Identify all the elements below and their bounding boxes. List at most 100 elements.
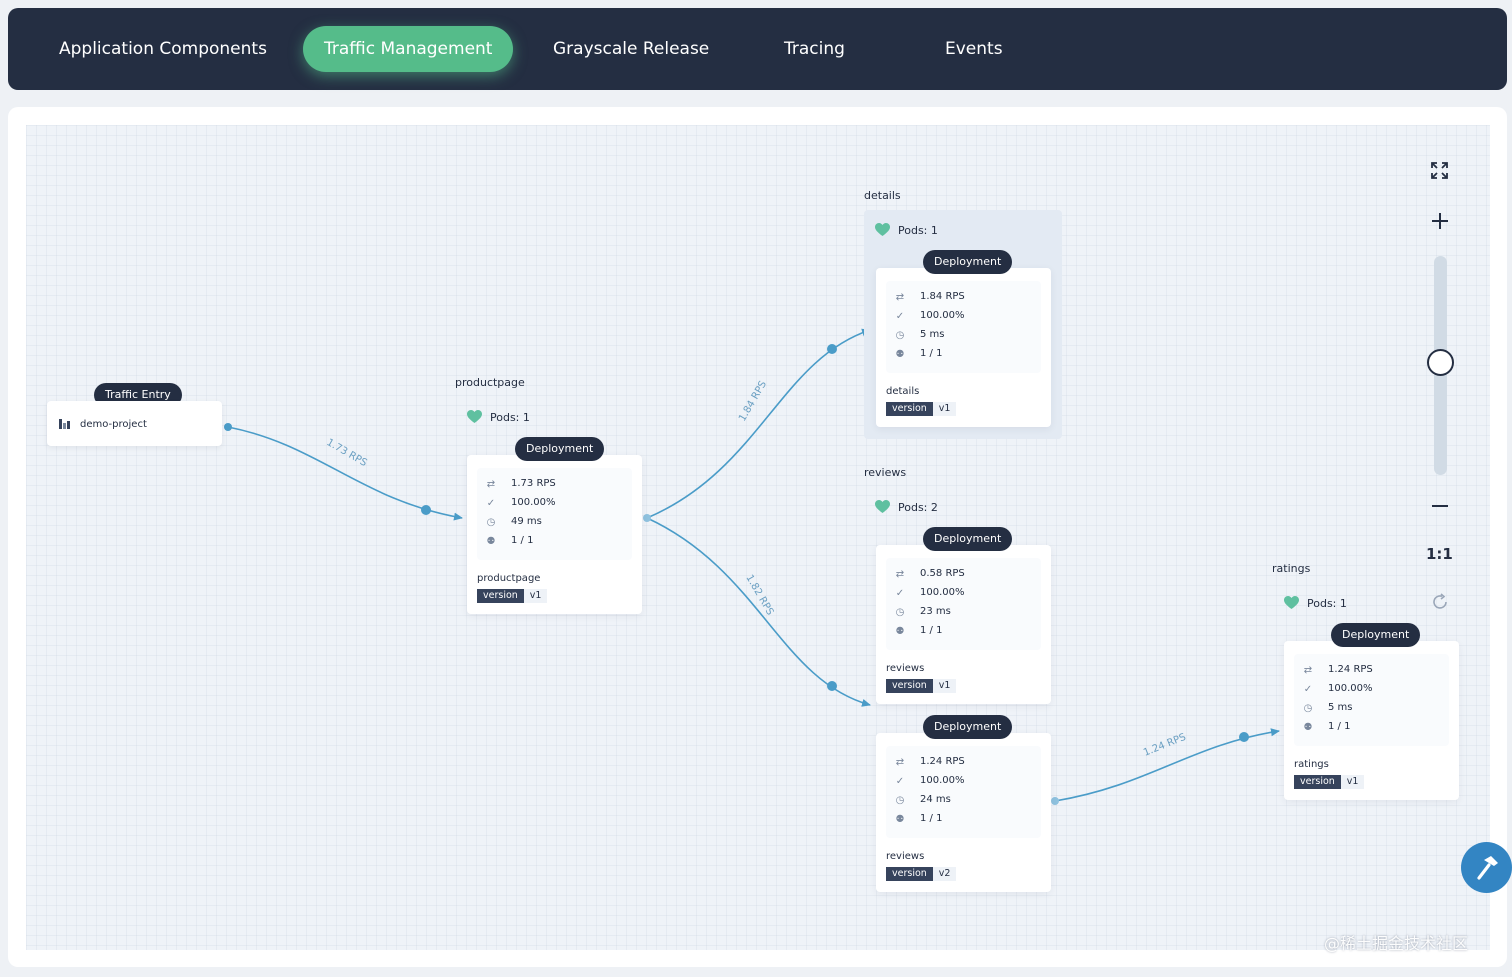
latency-row: ◷5 ms [895,329,945,341]
topology-canvas[interactable] [26,125,1490,950]
tab-traffic-management[interactable]: Traffic Management [303,26,514,72]
latency-row: ◷5 ms [1303,702,1353,714]
watermark: @稀土掘金技术社区 [1324,934,1469,953]
success-row: ✓100.00% [1303,683,1373,695]
health-heart-icon [875,500,890,513]
edge-label: 1.84 RPS [737,379,769,423]
health-heart-icon [467,410,482,423]
tab-tracing[interactable]: Tracing [784,39,845,59]
clock-icon: ◷ [1303,703,1313,714]
replicas-row: ⚉1 / 1 [486,535,534,547]
edge-label: 1.73 RPS [325,437,369,469]
traffic-entry-node[interactable]: demo-project [47,401,222,446]
workload-name: details [886,386,920,397]
edge-label: 1.82 RPS [743,573,775,617]
zoom-slider-handle[interactable] [1427,349,1454,376]
health-heart-icon [875,223,890,236]
deployment-pill: Deployment [515,437,605,461]
replicas-row: ⚉1 / 1 [1303,721,1351,733]
replica-icon: ⚉ [895,814,905,825]
check-icon: ✓ [895,776,905,787]
zoom-in-icon[interactable] [1431,212,1449,230]
workload-name: reviews [886,851,925,862]
replicas-row: ⚉1 / 1 [895,625,943,637]
check-icon: ✓ [895,588,905,599]
edge-dot [1239,732,1249,742]
replica-icon: ⚉ [486,536,496,547]
stats-panel: ⇄1.24 RPS ✓100.00% ◷5 ms ⚉1 / 1 [1294,654,1449,746]
traffic-arrows-icon: ⇄ [895,569,905,580]
clock-icon: ◷ [895,330,905,341]
tab-application-components[interactable]: Application Components [59,39,267,59]
check-icon: ✓ [1303,684,1313,695]
clock-icon: ◷ [895,795,905,806]
latency-row: ◷23 ms [895,606,951,618]
edge-dot [1051,797,1059,805]
workload-card-productpage[interactable]: ⇄1.73 RPS ✓100.00% ◷49 ms ⚉1 / 1 product… [467,455,642,614]
tab-events[interactable]: Events [945,39,1003,59]
edge-dot [224,423,232,431]
check-icon: ✓ [486,498,496,509]
service-title-details: details [864,189,901,202]
replica-icon: ⚉ [895,349,905,360]
stats-panel: ⇄0.58 RPS ✓100.00% ◷23 ms ⚉1 / 1 [886,558,1041,650]
check-icon: ✓ [895,311,905,322]
edge-productpage-reviews [646,517,871,707]
rps-row: ⇄1.84 RPS [895,291,965,303]
edge-productpage-details [646,328,871,519]
latency-row: ◷49 ms [486,516,542,528]
latency-row: ◷24 ms [895,794,951,806]
replicas-row: ⚉1 / 1 [895,813,943,825]
service-title-reviews: reviews [864,466,907,479]
deployment-pill: Deployment [923,527,1013,551]
workload-card-reviews-v1[interactable]: ⇄0.58 RPS ✓100.00% ◷23 ms ⚉1 / 1 reviews… [876,545,1051,704]
rps-row: ⇄1.24 RPS [1303,664,1373,676]
tools-fab[interactable] [1461,842,1512,893]
traffic-arrows-icon: ⇄ [895,292,905,303]
success-row: ✓100.00% [895,775,965,787]
rps-row: ⇄1.24 RPS [895,756,965,768]
clock-icon: ◷ [486,517,496,528]
replica-icon: ⚉ [1303,722,1313,733]
tab-grayscale-release[interactable]: Grayscale Release [553,39,710,59]
workload-name: ratings [1294,759,1329,770]
rps-row: ⇄1.73 RPS [486,478,556,490]
replicas-row: ⚉1 / 1 [895,348,943,360]
zoom-out-icon[interactable] [1431,497,1449,515]
workload-card-details[interactable]: ⇄1.84 RPS ✓100.00% ◷5 ms ⚉1 / 1 details … [876,268,1051,427]
edge-dot [421,505,431,515]
project-icon [59,419,70,429]
zoom-ratio-button[interactable]: 1:1 [1426,545,1453,563]
workload-card-reviews-v2[interactable]: ⇄1.24 RPS ✓100.00% ◷24 ms ⚉1 / 1 reviews… [876,733,1051,892]
stats-panel: ⇄1.84 RPS ✓100.00% ◷5 ms ⚉1 / 1 [886,281,1041,373]
traffic-arrows-icon: ⇄ [1303,665,1313,676]
success-row: ✓100.00% [486,497,556,509]
traffic-arrows-icon: ⇄ [895,757,905,768]
stats-panel: ⇄1.24 RPS ✓100.00% ◷24 ms ⚉1 / 1 [886,746,1041,838]
workload-name: reviews [886,663,925,674]
service-title-productpage: productpage [455,376,525,389]
reset-icon[interactable] [1431,593,1449,611]
success-row: ✓100.00% [895,587,965,599]
rps-row: ⇄0.58 RPS [895,568,965,580]
deployment-pill: Deployment [923,715,1013,739]
traffic-arrows-icon: ⇄ [486,479,496,490]
workload-name: productpage [477,573,541,584]
fullscreen-icon[interactable] [1430,161,1449,180]
stats-panel: ⇄1.73 RPS ✓100.00% ◷49 ms ⚉1 / 1 [477,468,632,560]
service-title-ratings: ratings [1272,562,1311,575]
hammer-icon [1477,856,1498,880]
clock-icon: ◷ [895,607,905,618]
top-nav-bar: Application Components Traffic Managemen… [8,8,1507,90]
success-row: ✓100.00% [895,310,965,322]
edge-dot [827,681,837,691]
edge-entry-productpage [227,426,463,521]
workload-card-ratings[interactable]: ⇄1.24 RPS ✓100.00% ◷5 ms ⚉1 / 1 ratings … [1284,641,1459,800]
replica-icon: ⚉ [895,626,905,637]
edge-dot [827,344,837,354]
